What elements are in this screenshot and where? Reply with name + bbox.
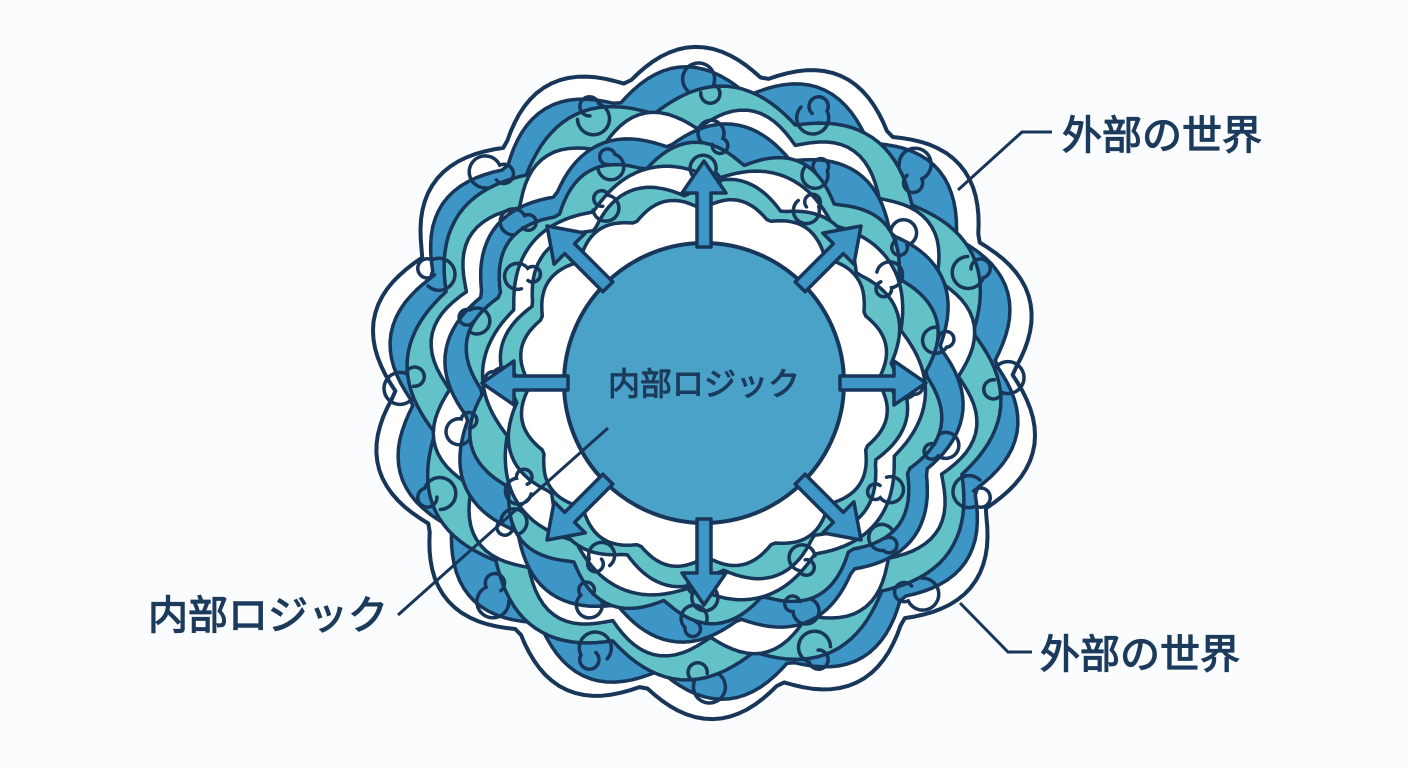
swirl-curl — [495, 507, 529, 537]
swirl-curl — [783, 594, 821, 626]
swirl-curl — [696, 118, 730, 156]
swirl-curl — [796, 629, 833, 671]
swirl-curl — [951, 473, 992, 510]
outward-arrow — [545, 224, 615, 294]
swirl-curl — [416, 256, 457, 293]
swirl-curl — [950, 254, 992, 291]
outward-arrow — [480, 359, 570, 407]
swirl-curl — [457, 306, 492, 336]
swirl-curl — [791, 192, 823, 226]
swirl-curl — [865, 474, 906, 505]
leader-lines — [397, 130, 1052, 654]
swirl-curl — [922, 430, 961, 461]
swirl-curl — [577, 630, 614, 671]
swirl-curl — [467, 154, 516, 190]
leader-line-bottom-right — [958, 601, 1032, 654]
swirl-curl — [867, 522, 899, 555]
swirl-curls — [382, 61, 1026, 705]
leader-line-top-right — [956, 130, 1052, 192]
swirl-curl — [503, 467, 534, 506]
label-inner-logic: 内部ロジック — [148, 593, 388, 639]
swirl-curl — [920, 325, 956, 355]
outward-arrow — [545, 472, 615, 542]
swirl-curl — [596, 147, 626, 182]
swirl-curl — [982, 359, 1026, 401]
swirl-curl — [679, 603, 709, 639]
swirl-curl — [416, 475, 458, 512]
swirl-curl — [888, 218, 919, 258]
swirl-curl — [498, 207, 538, 237]
swirl-curl — [502, 261, 543, 292]
outward-arrow — [680, 517, 728, 607]
outward-arrow — [793, 472, 863, 542]
swirl-curl — [575, 95, 612, 137]
swirl-curl — [686, 661, 728, 705]
outward-arrows — [480, 159, 928, 607]
swirl-curl — [591, 188, 621, 223]
swirl-curl — [787, 543, 817, 578]
swirl-curl — [897, 146, 933, 195]
swirl-curl — [874, 260, 905, 299]
swirl-curl — [475, 571, 511, 620]
swirl-curl — [794, 95, 831, 136]
swirl-curl — [800, 156, 831, 191]
swirl-curl — [585, 540, 617, 574]
swirl-curl — [680, 61, 722, 105]
outward-arrow — [838, 359, 928, 407]
label-outer-world-top: 外部の世界 — [1062, 113, 1262, 159]
outward-arrow — [680, 159, 728, 249]
outward-arrow — [793, 224, 863, 294]
swirl-curl — [892, 576, 941, 612]
swirl-curl — [382, 365, 426, 407]
center-label: 内部ロジック — [608, 365, 800, 403]
swirl-curl — [444, 410, 479, 447]
swirl-curl — [574, 580, 605, 620]
label-outer-world-bottom: 外部の世界 — [1040, 632, 1240, 678]
leader-line-bottom-left — [397, 426, 609, 617]
